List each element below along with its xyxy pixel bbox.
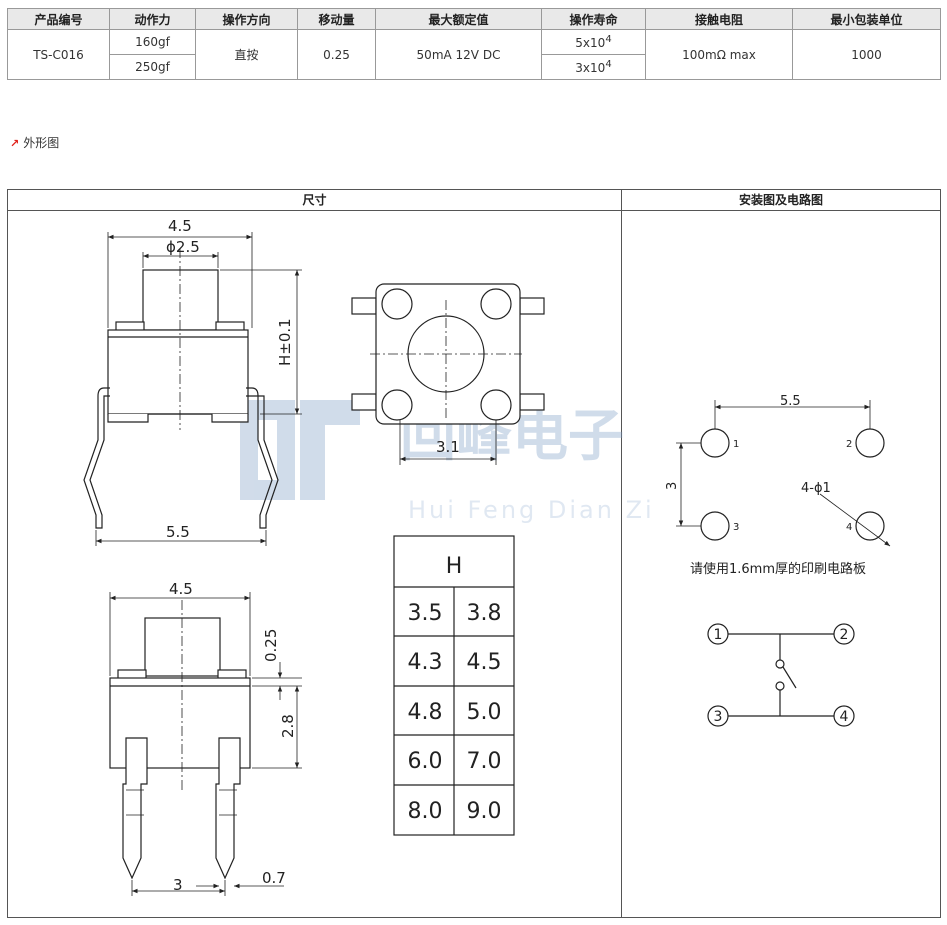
header-life: 操作寿命 xyxy=(541,8,646,30)
h-table-cell: 4.8 xyxy=(408,700,443,725)
top-view xyxy=(351,283,545,465)
section-title-text: 外形图 xyxy=(23,136,60,150)
dim-travel: 0.25 xyxy=(262,629,280,662)
cell-part-no: TS-C016 xyxy=(7,29,110,80)
cell-travel: 0.25 xyxy=(297,29,376,80)
cell-life: 5x104 xyxy=(541,29,646,55)
mount-pin-label: 2 xyxy=(846,439,852,450)
side-view xyxy=(83,232,302,546)
h-table-cell: 3.5 xyxy=(408,601,443,626)
mounting-diagram xyxy=(676,400,891,547)
dim-stem-dia: ϕ2.5 xyxy=(166,238,200,256)
watermark-en: Hui Feng Dian Zi xyxy=(408,496,655,524)
circuit-diagram xyxy=(707,623,855,727)
panel-divider xyxy=(621,190,622,917)
mount-pin-label: 3 xyxy=(733,522,739,533)
dim-body-height: 2.8 xyxy=(279,714,297,738)
circuit-node: 4 xyxy=(840,709,849,725)
dim-lead-span: 5.5 xyxy=(166,523,190,541)
spec-row: 250gf 3x104 xyxy=(8,54,941,80)
mount-hole-label: 4-ϕ1 xyxy=(801,481,831,496)
dim-top-width: 4.5 xyxy=(168,217,192,235)
cell-rating: 50mA 12V DC xyxy=(375,29,542,80)
life-exp: 4 xyxy=(605,34,612,45)
spec-table: 产品编号 动作力 操作方向 移动量 最大额定值 操作寿命 接触电阻 最小包装单位… xyxy=(7,8,941,80)
section-title: ↗外形图 xyxy=(10,134,59,151)
pcb-note: 请使用1.6mm厚的印刷电路板 xyxy=(690,561,866,577)
cell-direction: 直按 xyxy=(195,29,298,80)
h-table-cell: 8.0 xyxy=(408,799,443,824)
circuit-node: 2 xyxy=(840,627,849,643)
dimensions-header: 尺寸 xyxy=(8,190,621,211)
h-table-cell: 7.0 xyxy=(467,749,502,774)
mount-dim-v: 3 xyxy=(665,482,680,490)
h-table-cell: 9.0 xyxy=(467,799,502,824)
drawing-panel: 尺寸 安装图及电路图 xyxy=(7,189,941,918)
mounting-header: 安装图及电路图 xyxy=(622,190,940,211)
mount-pin-label: 4 xyxy=(846,522,852,533)
life-exp: 4 xyxy=(605,59,612,70)
h-table-cell: 3.8 xyxy=(467,601,502,626)
h-table-header: H xyxy=(446,554,463,579)
red-arrow-icon: ↗ xyxy=(10,137,20,150)
life-base: 5x10 xyxy=(575,36,606,50)
cell-life: 3x104 xyxy=(541,54,646,80)
header-resistance: 接触电阻 xyxy=(645,8,793,30)
h-table-cell: 4.3 xyxy=(408,650,443,675)
dim-pin-width: 0.7 xyxy=(262,869,286,887)
life-base: 3x10 xyxy=(575,61,606,75)
header-direction: 操作方向 xyxy=(195,8,298,30)
mount-pin-label: 1 xyxy=(733,439,739,450)
h-table-frame xyxy=(393,535,515,836)
front-view xyxy=(109,592,302,896)
cell-min-pack: 1000 xyxy=(792,29,941,80)
dim-bottom-width: 4.5 xyxy=(169,580,193,598)
header-part-no: 产品编号 xyxy=(7,8,110,30)
header-rating: 最大额定值 xyxy=(375,8,542,30)
h-table-cell: 4.5 xyxy=(467,650,502,675)
spec-row: TS-C016 160gf 直按 0.25 50mA 12V DC 5x104 … xyxy=(7,29,941,80)
header-force: 动作力 xyxy=(109,8,196,30)
h-table-cell: 5.0 xyxy=(467,700,502,725)
dim-height: H±0.1 xyxy=(276,318,294,366)
spec-header-row: 产品编号 动作力 操作方向 移动量 最大额定值 操作寿命 接触电阻 最小包装单位 xyxy=(7,8,941,30)
cell-force: 250gf xyxy=(109,54,196,80)
circuit-node: 1 xyxy=(714,627,723,643)
mount-dim-h: 5.5 xyxy=(780,394,801,409)
dim-pin-pitch: 3.1 xyxy=(436,438,460,456)
circuit-node: 3 xyxy=(714,709,723,725)
h-table-cell: 6.0 xyxy=(408,749,443,774)
dim-bottom-pitch: 3 xyxy=(173,876,183,894)
